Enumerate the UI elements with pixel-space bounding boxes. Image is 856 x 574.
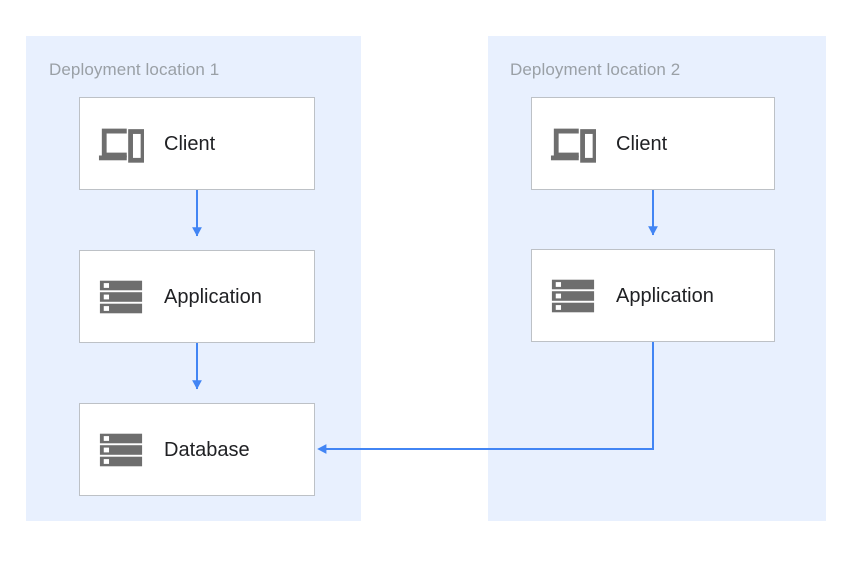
- node-database-1[interactable]: Database: [79, 403, 315, 496]
- node-client-2[interactable]: Client: [531, 97, 775, 190]
- client-devices-icon: [98, 128, 144, 163]
- node-label-application-1: Application: [164, 285, 262, 308]
- node-client-1[interactable]: Client: [79, 97, 315, 190]
- node-application-2[interactable]: Application: [531, 249, 775, 342]
- node-label-application-2: Application: [616, 284, 714, 307]
- client-devices-icon: [550, 128, 596, 163]
- server-stack-icon: [99, 280, 143, 313]
- node-application-1[interactable]: Application: [79, 250, 315, 343]
- zone-label-deployment-location-1: Deployment location 1: [49, 60, 220, 79]
- server-stack-icon: [99, 433, 143, 466]
- node-label-client-2: Client: [616, 132, 668, 155]
- server-stack-icon: [551, 279, 595, 312]
- node-label-database-1: Database: [164, 438, 250, 461]
- zone-label-deployment-location-2: Deployment location 2: [510, 60, 681, 79]
- node-label-client-1: Client: [164, 132, 216, 155]
